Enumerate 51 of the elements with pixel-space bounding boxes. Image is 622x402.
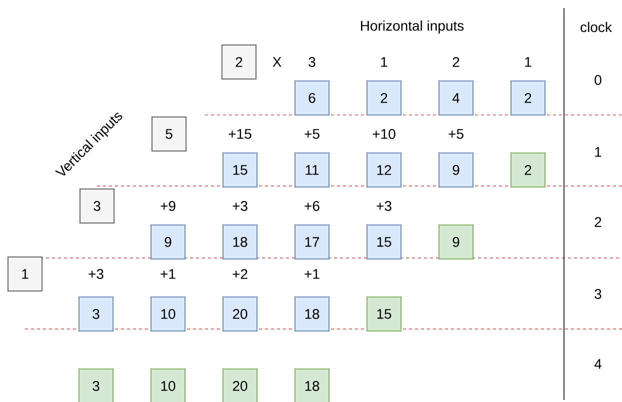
cell-box: 18 xyxy=(222,224,258,260)
number-label: 1 xyxy=(525,57,532,67)
clock-value: 2 xyxy=(594,217,602,227)
number-label: 2 xyxy=(452,57,460,67)
cell-box: 18 xyxy=(294,296,330,332)
cell-box: 17 xyxy=(294,224,330,260)
number-label: +3 xyxy=(88,269,104,279)
cell-box: 20 xyxy=(222,296,258,332)
number-label: +1 xyxy=(160,269,176,279)
axis-title: clock xyxy=(580,22,612,32)
number-label: +3 xyxy=(232,201,248,211)
axis-title: Horizontal inputs xyxy=(361,20,464,34)
output-box: 3 xyxy=(78,368,114,402)
input-box: 3 xyxy=(80,188,114,224)
cell-box: 4 xyxy=(438,80,474,116)
cell-box: 12 xyxy=(366,152,402,188)
cell-box: 15 xyxy=(366,224,402,260)
number-label: +1 xyxy=(304,269,320,279)
cell-box: 9 xyxy=(150,224,186,260)
clock-value: 0 xyxy=(594,75,602,85)
multiply-sign: X xyxy=(272,57,282,67)
output-box: 10 xyxy=(150,368,186,402)
clock-value: 1 xyxy=(595,147,602,157)
number-label: +9 xyxy=(160,201,176,211)
number-label: +5 xyxy=(448,129,464,139)
cell-box: 2 xyxy=(510,80,546,116)
input-box: 5 xyxy=(152,116,186,152)
cell-box: 6 xyxy=(294,80,330,116)
number-label: +3 xyxy=(376,201,392,211)
output-box: 18 xyxy=(294,368,330,402)
cell-box: 2 xyxy=(366,80,402,116)
cell-box: 9 xyxy=(438,152,474,188)
output-box: 2 xyxy=(510,152,546,188)
clock-value: 4 xyxy=(594,359,602,369)
cell-box: 3 xyxy=(78,296,114,332)
number-label: +10 xyxy=(372,129,396,139)
output-box: 9 xyxy=(438,224,474,260)
number-label: +5 xyxy=(304,129,320,139)
number-label: +15 xyxy=(228,129,252,139)
output-box: 20 xyxy=(222,368,258,402)
input-box: 1 xyxy=(8,256,42,292)
input-box: 2 xyxy=(222,44,256,80)
number-label: 1 xyxy=(381,57,388,67)
cell-box: 10 xyxy=(150,296,186,332)
output-box: 15 xyxy=(366,296,402,332)
number-label: 3 xyxy=(308,57,316,67)
cell-box: 11 xyxy=(294,152,330,188)
clock-value: 3 xyxy=(594,289,602,299)
cell-box: 15 xyxy=(222,152,258,188)
number-label: +2 xyxy=(232,269,248,279)
number-label: +6 xyxy=(304,201,320,211)
